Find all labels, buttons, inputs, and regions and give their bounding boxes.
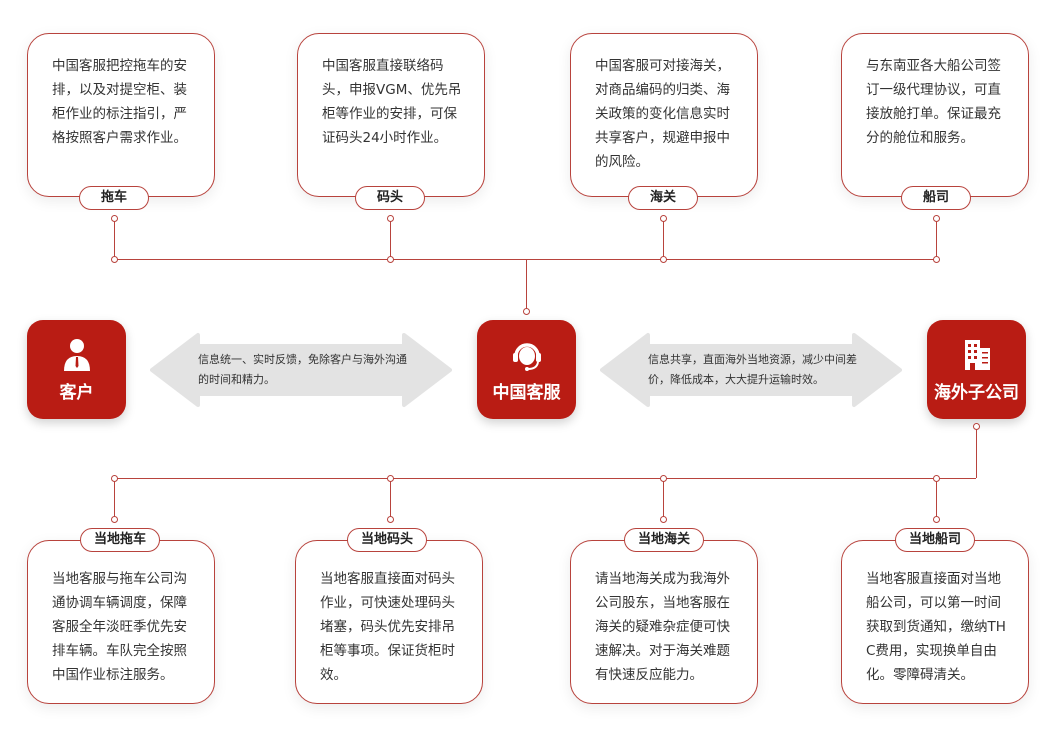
card-customs: 中国客服可对接海关，对商品编码的归类、海关政策的变化信息实时共享客户，规避申报中… (570, 33, 758, 197)
double-arrow-left: 信息统一、实时反馈，免除客户与海外沟通的时间和精力。 (150, 332, 452, 408)
connector-dot (522, 307, 530, 315)
connector-dot (659, 515, 667, 523)
card-local-trailer: 当地客服与拖车公司沟通协调车辆调度，保障客服全年淡旺季优先安排车辆。车队完全按照… (27, 540, 215, 704)
connector-dot (386, 474, 394, 482)
connector-dot (659, 214, 667, 222)
node-overseas: 海外子公司 (927, 320, 1026, 419)
connector-line (390, 478, 392, 519)
connector-line (663, 218, 665, 259)
node-customer: 客户 (27, 320, 126, 419)
node-label: 海外子公司 (934, 383, 1019, 403)
connector-line (114, 259, 936, 261)
double-arrow-right: 信息共享，直面海外当地资源，减少中间差价，降低成本，大大提升运输时效。 (600, 332, 902, 408)
connector-line (936, 218, 938, 259)
connector-line (526, 259, 528, 311)
connector-line (390, 218, 392, 259)
card-text: 请当地海关成为我海外公司股东，当地客服在海关的疑难杂症便可快速解决。对于海关难题… (595, 571, 730, 683)
connector-line (976, 426, 978, 478)
label-terminal: 码头 (355, 186, 425, 210)
node-china-service: 中国客服 (477, 320, 576, 419)
connector-line (663, 478, 665, 519)
connector-dot (932, 474, 940, 482)
connector-dot (972, 422, 980, 430)
headset-icon (477, 338, 576, 372)
node-label: 客户 (59, 383, 94, 403)
arrow-text: 信息统一、实时反馈，免除客户与海外沟通的时间和精力。 (198, 353, 407, 386)
arrow-text: 信息共享，直面海外当地资源，减少中间差价，降低成本，大大提升运输时效。 (648, 353, 857, 386)
connector-dot (110, 515, 118, 523)
label-local-customs: 当地海关 (624, 528, 704, 552)
label-trailer: 拖车 (79, 186, 149, 210)
connector-line (936, 478, 938, 519)
card-text: 当地客服直接面对码头作业，可快速处理码头堵塞，码头优先安排吊柜等事项。保证货柜时… (320, 571, 455, 683)
node-label: 中国客服 (492, 383, 561, 403)
card-text: 中国客服直接联络码头，申报VGM、优先吊柜等作业的安排，可保证码头24小时作业。 (322, 58, 462, 146)
card-text: 中国客服把控拖车的安排，以及对提空柜、装柜作业的标注指引，严格按照客户需求作业。 (52, 58, 187, 146)
connector-dot (932, 214, 940, 222)
connector-dot (386, 515, 394, 523)
label-carrier: 船司 (901, 186, 971, 210)
connector-dot (110, 214, 118, 222)
label-local-trailer: 当地拖车 (80, 528, 160, 552)
label-customs: 海关 (628, 186, 698, 210)
card-text: 当地客服与拖车公司沟通协调车辆调度，保障客服全年淡旺季优先安排车辆。车队完全按照… (52, 571, 187, 683)
connector-dot (932, 255, 940, 263)
card-trailer: 中国客服把控拖车的安排，以及对提空柜、装柜作业的标注指引，严格按照客户需求作业。 (27, 33, 215, 197)
connector-line (114, 478, 116, 519)
label-local-terminal: 当地码头 (347, 528, 427, 552)
card-text: 中国客服可对接海关，对商品编码的归类、海关政策的变化信息实时共享客户，规避申报中… (595, 58, 730, 170)
card-carrier: 与东南亚各大船公司签订一级代理协议，可直接放舱打单。保证最充分的舱位和服务。 (841, 33, 1029, 197)
connector-dot (659, 255, 667, 263)
card-local-terminal: 当地客服直接面对码头作业，可快速处理码头堵塞，码头优先安排吊柜等事项。保证货柜时… (295, 540, 483, 704)
card-text: 当地客服直接面对当地船公司，可以第一时间获取到货通知，缴纳THC费用，实现换单自… (866, 571, 1006, 683)
connector-dot (110, 255, 118, 263)
connector-dot (386, 255, 394, 263)
label-local-carrier: 当地船司 (895, 528, 975, 552)
connector-dot (659, 474, 667, 482)
connector-line (114, 218, 116, 259)
card-terminal: 中国客服直接联络码头，申报VGM、优先吊柜等作业的安排，可保证码头24小时作业。 (297, 33, 485, 197)
connector-dot (386, 214, 394, 222)
building-icon (927, 338, 1026, 372)
card-local-customs: 请当地海关成为我海外公司股东，当地客服在海关的疑难杂症便可快速解决。对于海关难题… (570, 540, 758, 704)
card-local-carrier: 当地客服直接面对当地船公司，可以第一时间获取到货通知，缴纳THC费用，实现换单自… (841, 540, 1029, 704)
user-icon (27, 338, 126, 372)
connector-line (114, 478, 976, 480)
connector-dot (110, 474, 118, 482)
connector-dot (932, 515, 940, 523)
card-text: 与东南亚各大船公司签订一级代理协议，可直接放舱打单。保证最充分的舱位和服务。 (866, 58, 1001, 146)
